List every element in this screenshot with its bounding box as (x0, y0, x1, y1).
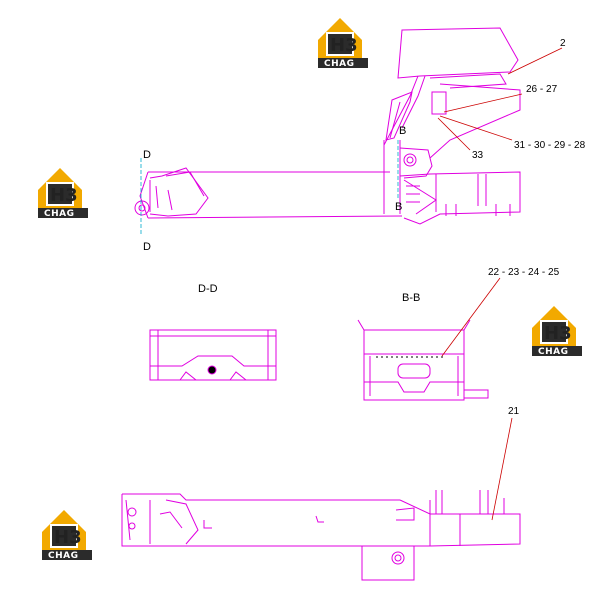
marker-b-bottom: B (395, 201, 402, 213)
watermark-logo-top: H3 CHAG (318, 18, 368, 69)
marker-b-top: B (399, 125, 406, 137)
watermark-logo-bottom: H3 CHAG (42, 510, 92, 561)
logo-brand: CHAG (538, 347, 569, 357)
callout-2: 2 (560, 38, 566, 49)
section-dd-view (149, 329, 277, 381)
logo-text: H3 (54, 527, 82, 548)
logo-brand: CHAG (48, 551, 79, 561)
watermark-logo-right: H3 CHAG (532, 306, 582, 357)
callout-22-25: 22 - 23 - 24 - 25 (488, 267, 560, 278)
top-assembly (134, 27, 521, 225)
logo-text: H3 (330, 35, 358, 56)
callout-leaders-mid (441, 277, 501, 357)
logo-brand: CHAG (324, 59, 355, 69)
section-bb-view (357, 319, 489, 401)
callout-leaders-bottom (491, 417, 513, 521)
bottom-assembly (121, 490, 521, 581)
boom-lower-edge (147, 215, 403, 219)
marker-d-top: D (143, 149, 151, 161)
callout-26-27: 26 - 27 (526, 84, 558, 95)
callout-leaders-top (437, 47, 563, 151)
callout-21: 21 (508, 406, 520, 417)
marker-d-bottom: D (143, 241, 151, 253)
watermark-logo-left: H3 CHAG (38, 168, 88, 219)
cab-outline (397, 27, 519, 79)
callout-33: 33 (472, 150, 484, 161)
section-cut-lines (140, 140, 399, 236)
logo-text: H3 (50, 185, 78, 206)
callout-31-28: 31 - 30 - 29 - 28 (514, 140, 586, 151)
section-bb-title: B-B (402, 292, 420, 304)
section-dd-title: D-D (198, 283, 218, 295)
logo-text: H3 (544, 323, 572, 344)
logo-brand: CHAG (44, 209, 75, 219)
